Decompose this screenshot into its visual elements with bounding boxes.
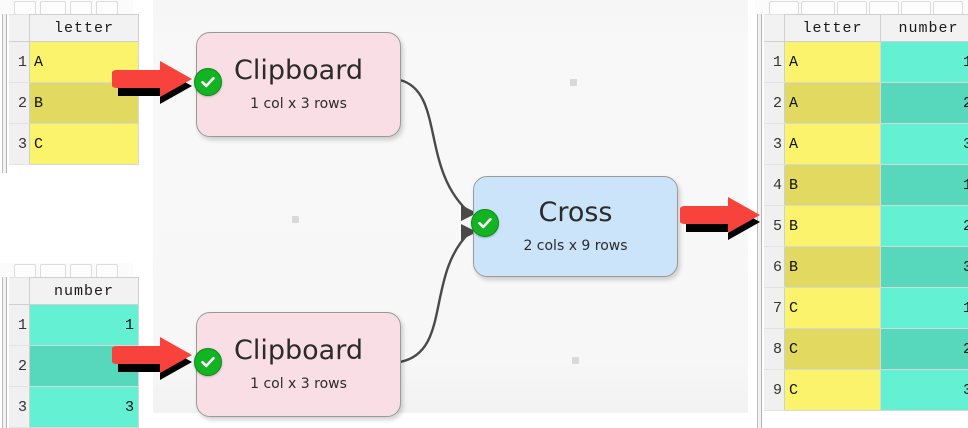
node-clipboard-top[interactable]: Clipboard 1 col x 3 rows	[196, 32, 401, 137]
cell-number[interactable]: 1	[29, 304, 139, 346]
toolbar-button[interactable]	[14, 1, 36, 14]
node-title: Clipboard	[234, 55, 363, 87]
toolbar-button[interactable]	[901, 1, 931, 14]
cell-letter[interactable]: B	[784, 164, 881, 206]
cell-number[interactable]: 1	[880, 287, 968, 329]
row-number: 3	[9, 386, 30, 428]
node-subtitle: 2 cols x 9 rows	[523, 237, 628, 254]
annotation-arrow-from-cross	[680, 194, 772, 256]
canvas-marker-3	[572, 357, 579, 364]
node-status-ok-icon-cross	[471, 209, 499, 237]
table-row[interactable]: 6 B 3	[764, 246, 968, 288]
row-number: 1	[9, 304, 30, 346]
toolbar-button[interactable]	[933, 1, 963, 14]
row-number: 4	[764, 164, 785, 206]
letter-table-panel: letter 1 A 2 B 3 C	[0, 0, 139, 173]
toolbar-button[interactable]	[40, 264, 66, 277]
cell-letter[interactable]: B	[784, 205, 881, 247]
row-header-corner	[9, 14, 30, 42]
number-table-toolbar	[0, 263, 133, 278]
table-row[interactable]: 8 C 2	[764, 328, 968, 370]
cross-result-panel: letter number 1 A 1 2 A 2 3 A 3 4 B	[755, 0, 968, 428]
row-number: 3	[764, 123, 785, 165]
toolbar-button[interactable]	[96, 264, 118, 277]
node-subtitle: 1 col x 3 rows	[250, 375, 347, 392]
toolbar-button[interactable]	[40, 1, 66, 14]
row-number: 5	[764, 205, 785, 247]
table-row[interactable]: 3 C	[9, 123, 139, 165]
row-header-corner	[764, 14, 785, 42]
cell-letter[interactable]: A	[784, 82, 881, 124]
cell-number[interactable]: 2	[880, 205, 968, 247]
canvas-marker-1	[570, 79, 577, 86]
cell-number[interactable]: 3	[880, 369, 968, 411]
cell-number[interactable]: 3	[29, 386, 139, 428]
cell-letter[interactable]: C	[784, 328, 881, 370]
table-header-row: letter number	[764, 14, 968, 42]
cell-number[interactable]: 1	[880, 41, 968, 83]
row-number: 2	[764, 82, 785, 124]
cell-number[interactable]: 1	[880, 164, 968, 206]
table-row[interactable]: 9 C 3	[764, 369, 968, 411]
table-header-row: number	[9, 277, 139, 305]
column-header-letter[interactable]: letter	[784, 14, 881, 42]
node-cross[interactable]: Cross 2 cols x 9 rows	[473, 176, 678, 277]
table-row[interactable]: 2 A 2	[764, 82, 968, 124]
cell-letter[interactable]: A	[784, 123, 881, 165]
canvas-marker-2	[292, 216, 299, 223]
toolbar-button[interactable]	[70, 1, 92, 14]
table-row[interactable]: 7 C 1	[764, 287, 968, 329]
table-row[interactable]: 1 A 1	[764, 41, 968, 83]
toolbar-button[interactable]	[96, 1, 118, 14]
toolbar-button[interactable]	[837, 1, 867, 14]
row-number: 6	[764, 246, 785, 288]
number-table-gutter	[0, 277, 9, 428]
table-row[interactable]: 4 B 1	[764, 164, 968, 206]
annotation-arrow-to-clipboard-bottom	[112, 334, 204, 396]
cross-result-table[interactable]: letter number 1 A 1 2 A 2 3 A 3 4 B	[764, 14, 968, 411]
row-number: 3	[9, 123, 30, 165]
node-subtitle: 1 col x 3 rows	[250, 95, 347, 112]
table-row[interactable]: 1 1	[9, 304, 139, 346]
cell-number[interactable]: 3	[880, 246, 968, 288]
cell-letter[interactable]: A	[784, 41, 881, 83]
row-number: 1	[764, 41, 785, 83]
node-status-ok-icon-clipboard-bottom	[194, 348, 222, 376]
annotation-arrow-to-clipboard-top	[112, 58, 204, 120]
node-title: Cross	[538, 197, 613, 229]
node-title: Clipboard	[234, 335, 363, 367]
cell-letter[interactable]: C	[784, 287, 881, 329]
table-row[interactable]: 3 3	[9, 386, 139, 428]
table-row[interactable]: 3 A 3	[764, 123, 968, 165]
cell-number[interactable]: 3	[880, 123, 968, 165]
row-number: 1	[9, 41, 30, 83]
cell-letter[interactable]: C	[784, 369, 881, 411]
toolbar-button[interactable]	[869, 1, 899, 14]
letter-table-gutter	[0, 14, 9, 173]
cell-letter[interactable]: B	[784, 246, 881, 288]
cross-result-gutter	[755, 14, 764, 428]
cell-letter[interactable]: C	[29, 123, 139, 165]
row-number: 2	[9, 345, 30, 387]
table-row[interactable]: 5 B 2	[764, 205, 968, 247]
row-number: 8	[764, 328, 785, 370]
column-header-letter[interactable]: letter	[29, 14, 139, 42]
letter-table-toolbar	[0, 0, 133, 15]
toolbar-button[interactable]	[769, 1, 799, 14]
table-header-row: letter	[9, 14, 139, 42]
node-status-ok-icon-clipboard-top	[194, 68, 222, 96]
node-clipboard-bottom[interactable]: Clipboard 1 col x 3 rows	[196, 312, 401, 417]
toolbar-button[interactable]	[70, 264, 92, 277]
toolbar-button[interactable]	[14, 264, 36, 277]
row-number: 7	[764, 287, 785, 329]
cell-number[interactable]: 2	[880, 328, 968, 370]
column-header-number[interactable]: number	[29, 277, 139, 305]
toolbar-button[interactable]	[801, 1, 835, 14]
row-number: 2	[9, 82, 30, 124]
cell-number[interactable]: 2	[880, 82, 968, 124]
column-header-number[interactable]: number	[880, 14, 968, 42]
cross-result-toolbar	[755, 0, 968, 15]
row-number: 9	[764, 369, 785, 411]
row-header-corner	[9, 277, 30, 305]
